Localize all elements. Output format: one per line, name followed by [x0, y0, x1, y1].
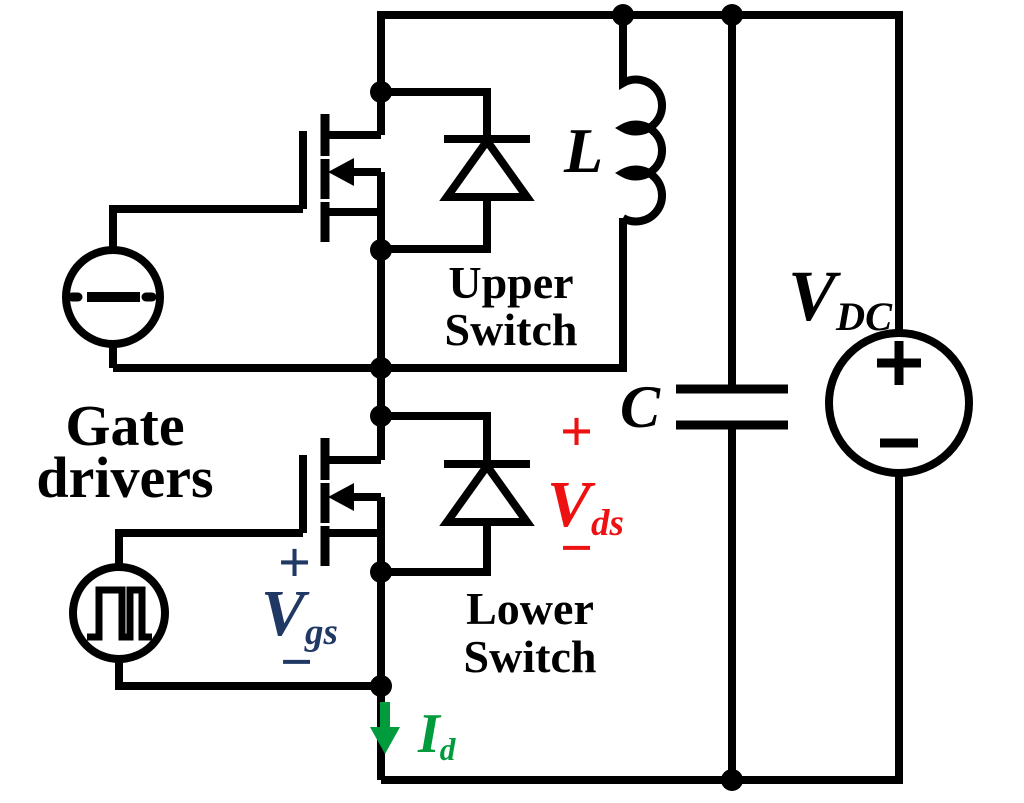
junction-dot [370, 405, 392, 427]
junction-dot [370, 357, 392, 379]
vgs-base: V [261, 577, 306, 650]
capacitor-label: C [620, 374, 661, 440]
upper-diode-triangle [439, 134, 535, 201]
vds-label: Vds [547, 472, 624, 542]
inductor-label: L [564, 115, 604, 186]
id-base: I [418, 703, 440, 765]
vgs-plus-sign: + [278, 530, 312, 595]
upper-switch-label: Upper Switch [444, 257, 578, 355]
down-arrow-icon [370, 727, 400, 754]
upper-mosfet-symbol [299, 114, 381, 242]
lower-mosfet-symbol [299, 438, 381, 566]
upper-diode-symbol [439, 134, 535, 201]
lower-diode-triangle [439, 459, 535, 526]
wire-lower-driver-return [115, 659, 381, 690]
vgs-subscript: gs [305, 611, 338, 653]
drain-current-label: Id [418, 706, 455, 765]
wires [109, 11, 903, 784]
vgs-minus-sign: − [280, 629, 314, 694]
junction-dot [370, 81, 392, 103]
junction-dot [370, 675, 392, 697]
lower-diode-symbol [439, 459, 535, 526]
vgs-label: Vgs [261, 581, 338, 651]
vds-base: V [547, 468, 592, 541]
wire-upper-diode-bottom [381, 197, 491, 253]
junction-dots [370, 4, 743, 791]
drain-current-arrow [370, 702, 400, 754]
vds-minus-sign: − [560, 515, 594, 580]
vdc-source-symbol [825, 329, 973, 477]
junction-dot [370, 239, 392, 261]
lower-switch-label: Lower Switch [463, 583, 597, 683]
gate-drivers-label: Gate drivers [36, 393, 214, 511]
junction-dot [721, 769, 743, 791]
inductor-symbol [614, 15, 667, 226]
vdc-source-circle [825, 329, 973, 477]
upper-mosfet-arrow-icon [328, 158, 354, 186]
vds-subscript: ds [591, 502, 624, 544]
junction-dot [612, 4, 634, 26]
junction-dot [370, 561, 392, 583]
vdc-label: VDC [788, 260, 892, 337]
vdc-base: V [788, 256, 837, 336]
lower-mosfet-arrow-icon [328, 483, 354, 511]
wire-lower-diode-top [381, 412, 491, 464]
vdc-subscript: DC [836, 294, 893, 340]
wire-upper-diode-top [381, 88, 491, 139]
wire-lower-diode-bottom [381, 522, 491, 576]
junction-dot [721, 4, 743, 26]
wire-lower-gate-lead [115, 529, 303, 567]
capacitor-symbol [676, 384, 788, 430]
wire-bottom-rail [381, 473, 903, 784]
wire-mid-rail [113, 218, 627, 372]
wire-top-rail [377, 11, 903, 333]
wire-upper-gate-lead [109, 205, 303, 251]
upper-driver-circle [62, 246, 164, 348]
id-subscript: d [439, 731, 456, 767]
vds-plus-sign: + [560, 399, 594, 464]
lower-gate-driver-symbol [69, 563, 169, 663]
pulse-waveform-icon [87, 586, 152, 641]
lower-driver-circle [69, 563, 169, 663]
upper-gate-driver-symbol [62, 246, 164, 348]
inductor-coil [614, 15, 667, 226]
